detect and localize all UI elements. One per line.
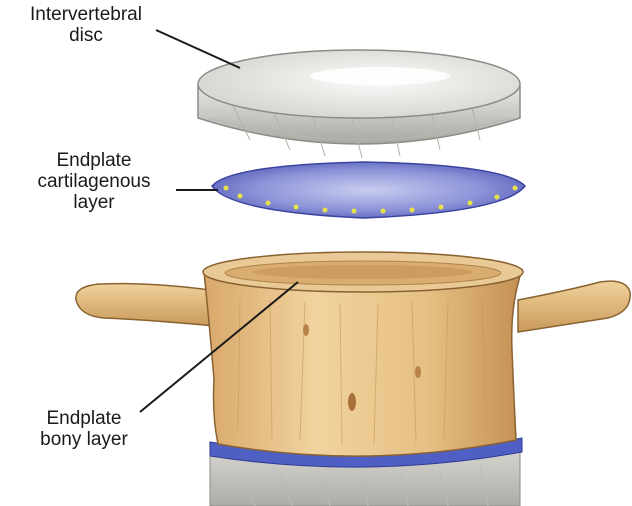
leader-line-disc [156,30,240,68]
vertebral-body [76,252,630,456]
label-endplate-cartilage: Endplate cartilagenous layer [14,150,174,213]
label-intervertebral-disc: Intervertebral disc [10,4,162,46]
cartilage-endplate [212,162,525,218]
label-endplate-bony: Endplate bony layer [24,408,144,450]
intervertebral-disc [198,50,520,158]
